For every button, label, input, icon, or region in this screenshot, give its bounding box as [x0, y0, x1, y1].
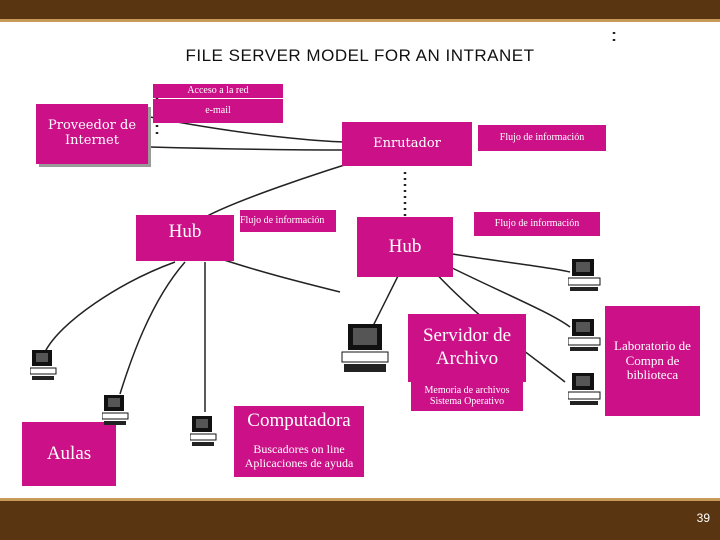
- proveedor-box: Proveedor de Internet: [36, 104, 148, 164]
- buscadores-box: Buscadores on line Aplicaciones de ayuda: [234, 435, 364, 477]
- hub-right-box: Hub: [357, 217, 453, 277]
- flujo-label-top: Flujo de información: [499, 132, 585, 144]
- computer-icon: [30, 350, 57, 380]
- computer-icon: [568, 373, 601, 405]
- flujo-label-left: Flujo de información: [240, 215, 325, 227]
- slide-canvas: FILE SERVER MODEL FOR AN INTRANET: [0, 22, 720, 498]
- computer-icon: [568, 319, 601, 351]
- aulas-label: Aulas: [46, 443, 92, 465]
- slide-title: FILE SERVER MODEL FOR AN INTRANET: [185, 46, 535, 65]
- enrutador-box: Enrutador: [342, 122, 472, 166]
- flujo-box-left: Flujo de información: [240, 210, 336, 232]
- laboratorio-label: Laboratorio de Compn de biblioteca: [614, 337, 691, 383]
- email-box: e-mail: [153, 99, 283, 123]
- hub-left-box: Hub: [136, 215, 234, 261]
- hub-right-label: Hub: [388, 236, 422, 258]
- buscadores-label: Buscadores on line Aplicaciones de ayuda: [244, 441, 354, 470]
- footer-bar: 39: [0, 498, 720, 540]
- hub-left-label: Hub: [168, 221, 202, 242]
- servidor-label: Servidor de Archivo: [422, 325, 512, 369]
- aulas-box: Aulas: [22, 422, 116, 486]
- computadora-label: Computadora: [247, 410, 351, 432]
- computadora-box: Computadora: [234, 406, 364, 436]
- acceso-label: Acceso a la red: [187, 85, 249, 97]
- memoria-box: Memoria de archivos Sistema Operativo: [411, 381, 523, 411]
- enrutador-label: Enrutador: [373, 135, 441, 151]
- computer-icon: [568, 259, 601, 291]
- memoria-label: Memoria de archivos Sistema Operativo: [424, 385, 510, 407]
- server-computer-icon: [341, 324, 389, 372]
- email-label: e-mail: [205, 105, 231, 117]
- proveedor-label: Proveedor de Internet: [47, 118, 137, 148]
- page-number: 39: [696, 511, 710, 525]
- computer-icon: [190, 416, 217, 446]
- computer-icon: [102, 395, 129, 425]
- flujo-box-top: Flujo de información: [478, 125, 606, 151]
- flujo-label-right: Flujo de información: [494, 218, 580, 230]
- header-bar: [0, 0, 720, 22]
- laboratorio-box: Laboratorio de Compn de biblioteca: [605, 306, 700, 416]
- servidor-box: Servidor de Archivo: [408, 314, 526, 382]
- acceso-box: Acceso a la red: [153, 84, 283, 98]
- flujo-box-right: Flujo de información: [474, 212, 600, 236]
